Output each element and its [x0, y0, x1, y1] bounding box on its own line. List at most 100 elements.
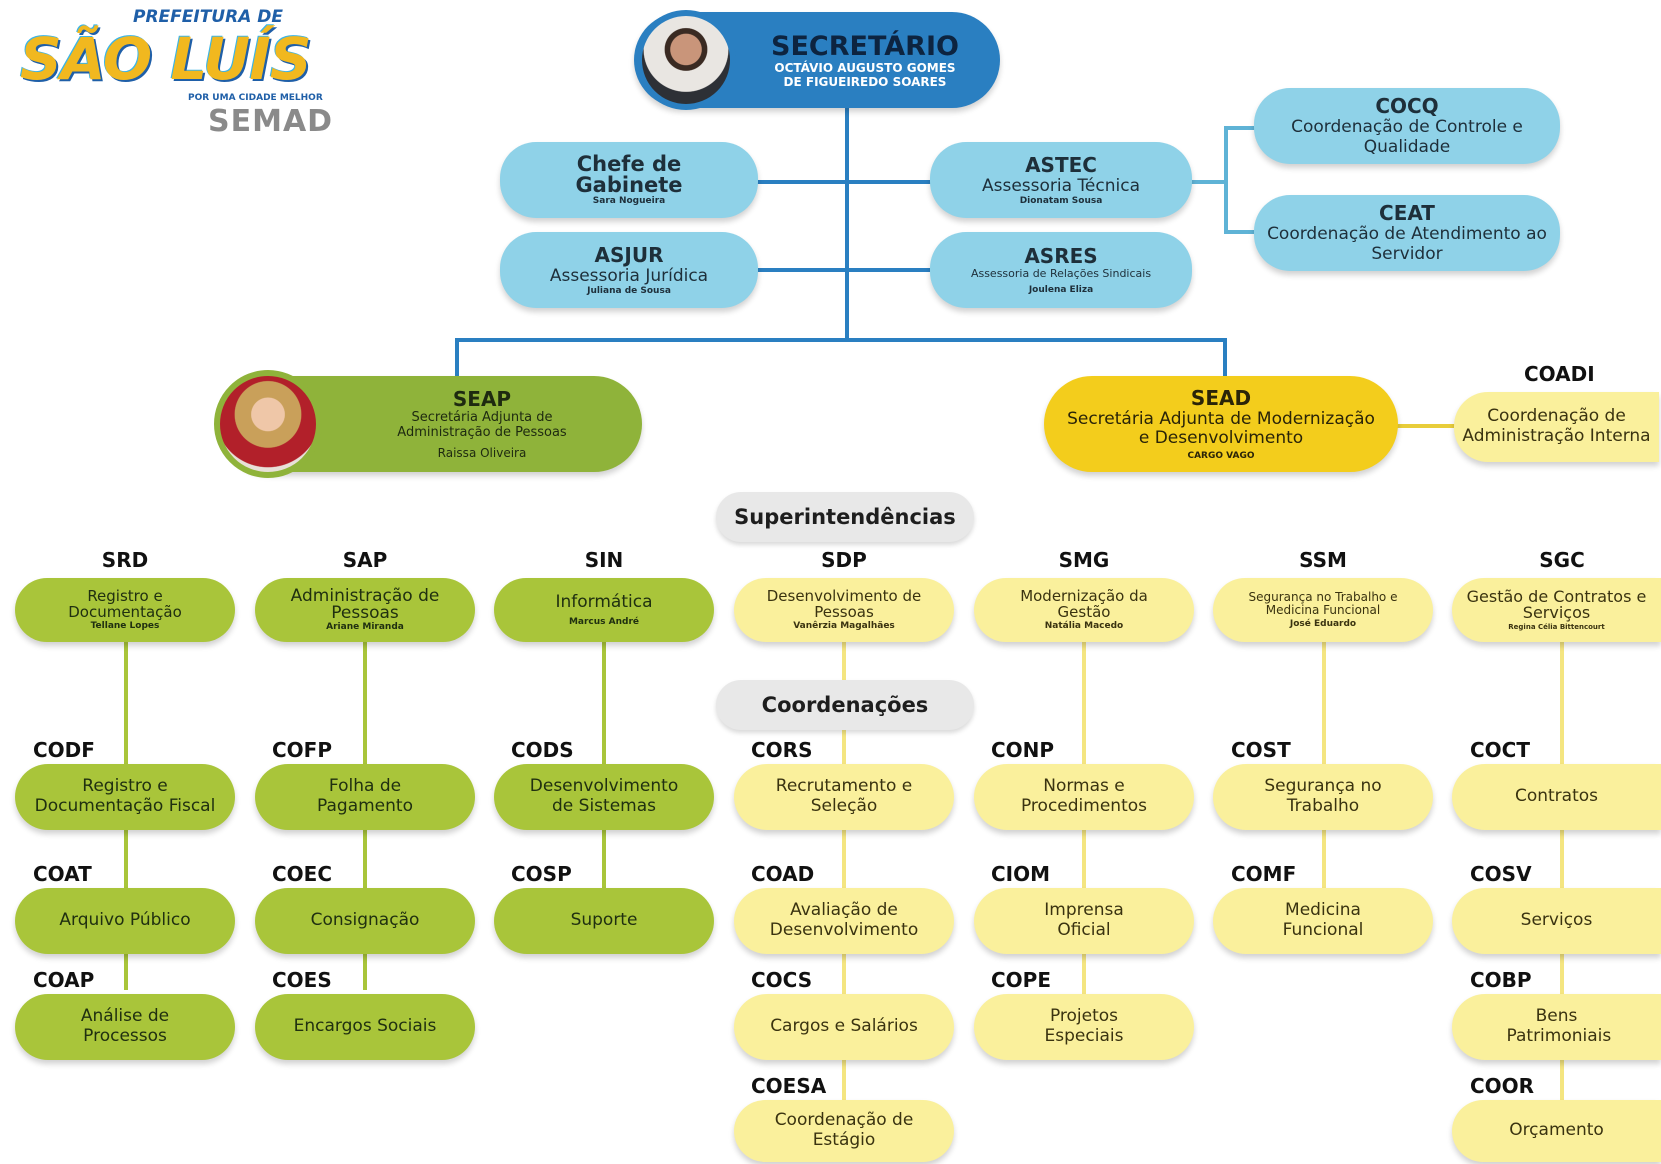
ssm-person: José Eduardo: [1289, 619, 1357, 630]
coat-desc: Arquivo Público: [59, 910, 191, 931]
cocq-box: COCQ Coordenação de Controle e Qualidade: [1254, 88, 1560, 164]
coes-desc: Encargos Sociais: [293, 1016, 437, 1037]
sap-box: Administração de Pessoas Ariane Miranda: [255, 578, 475, 642]
cope-code: COPE: [991, 968, 1051, 992]
sin-person: Marcus André: [568, 616, 640, 627]
conp-desc: Normas e Procedimentos: [1020, 776, 1147, 816]
ciom-code: CIOM: [991, 862, 1051, 886]
sdp-box: Desenvolvimento de Pessoas Vanêrzia Maga…: [734, 578, 954, 642]
coordenacoes-label: Coordenações: [716, 680, 974, 730]
astec-title: ASTEC: [1025, 152, 1097, 177]
ssm-box: Segurança no Trabalho e Medicina Funcion…: [1213, 578, 1433, 642]
cors-code: CORS: [751, 738, 813, 762]
coad-box: Avaliação de Desenvolvimento: [734, 888, 954, 954]
connector: [845, 105, 849, 340]
coat-box: Arquivo Público: [15, 888, 235, 954]
coesa-box: Coordenação de Estágio: [734, 1100, 954, 1162]
sin-code: SIN: [584, 548, 624, 572]
sead-box: SEAD Secretária Adjunta de Modernização …: [1044, 376, 1398, 472]
cocs-desc: Cargos e Salários: [770, 1016, 918, 1037]
logo-slogan: POR UMA CIDADE MELHOR: [188, 93, 323, 103]
cosv-box: Serviços: [1452, 888, 1661, 954]
coor-code: COOR: [1470, 1074, 1535, 1098]
srd-box: Registro e Documentação Tellane Lopes: [15, 578, 235, 642]
coadi-code: COADI: [1524, 362, 1595, 386]
coadi-box: Coordenação de Administração Interna: [1454, 392, 1659, 462]
coec-desc: Consignação: [310, 910, 420, 931]
asjur-title: ASJUR: [594, 242, 664, 267]
sead-title: SEAD: [1190, 385, 1252, 410]
logo-city: SÃO LUÍS: [20, 25, 312, 93]
codf-box: Registro e Documentação Fiscal: [15, 764, 235, 830]
sgc-box: Gestão de Contratos e Serviços Regina Cé…: [1452, 578, 1661, 642]
cors-desc: Recrutamento e Seleção: [775, 776, 913, 816]
coor-desc: Orçamento: [1509, 1120, 1604, 1141]
coct-code: COCT: [1470, 738, 1530, 762]
comf-desc: Medicina Funcional: [1282, 900, 1364, 940]
connector: [755, 268, 935, 272]
sgc-desc: Gestão de Contratos e Serviços: [1466, 586, 1647, 622]
asres-box: ASRES Assessoria de Relações Sindicais J…: [930, 232, 1192, 308]
astec-person: Dionatam Sousa: [1019, 196, 1103, 207]
sin-desc: Informática: [555, 592, 653, 613]
ssm-code: SSM: [1299, 548, 1347, 572]
seap-person: Raissa Oliveira: [437, 445, 527, 460]
coes-code: COES: [272, 968, 332, 992]
connector: [1224, 126, 1228, 234]
connector: [1190, 180, 1226, 184]
conp-code: CONP: [991, 738, 1055, 762]
sead-person: CARGO VAGO: [1187, 450, 1255, 461]
secretary-title: SECRETÁRIO: [771, 30, 959, 62]
asjur-desc: Assessoria Jurídica: [549, 265, 709, 286]
codf-desc: Registro e Documentação Fiscal: [34, 776, 216, 816]
logo: PREFEITURA DE SÃO LUÍS POR UMA CIDADE ME…: [15, 5, 355, 140]
codf-code: CODF: [33, 738, 95, 762]
cost-code: COST: [1231, 738, 1291, 762]
cocs-box: Cargos e Salários: [734, 994, 954, 1060]
asres-title: ASRES: [1024, 244, 1098, 268]
coad-code: COAD: [751, 862, 815, 886]
secretary-name: OCTÁVIO AUGUSTO GOMES DE FIGUEIREDO SOAR…: [774, 60, 956, 89]
asres-person: Joulena Eliza: [1028, 284, 1094, 295]
cobp-desc: Bens Patrimoniais: [1506, 1006, 1612, 1046]
coesa-desc: Coordenação de Estágio: [774, 1110, 914, 1150]
ssm-desc: Segurança no Trabalho e Medicina Funcion…: [1248, 589, 1398, 617]
smg-code: SMG: [1058, 548, 1110, 572]
cosp-desc: Suporte: [570, 910, 638, 931]
cosp-code: COSP: [511, 862, 572, 886]
connector: [455, 338, 1227, 342]
connector: [455, 338, 459, 380]
smg-desc: Modernização da Gestão: [1020, 587, 1148, 621]
cofp-code: COFP: [272, 738, 332, 762]
cobp-code: COBP: [1470, 968, 1532, 992]
seap-title: SEAP: [452, 386, 512, 411]
cocs-code: COCS: [751, 968, 813, 992]
cods-box: Desenvolvimento de Sistemas: [494, 764, 714, 830]
cosv-code: COSV: [1470, 862, 1532, 886]
coec-code: COEC: [272, 862, 333, 886]
superintendencias-label: Superintendências: [716, 492, 974, 542]
cods-desc: Desenvolvimento de Sistemas: [529, 776, 679, 816]
connector: [842, 640, 846, 1120]
sap-person: Ariane Miranda: [326, 621, 404, 632]
cope-desc: Projetos Especiais: [1044, 1006, 1124, 1046]
chefe-title: Chefe de Gabinete: [575, 151, 683, 197]
cofp-desc: Folha de Pagamento: [317, 776, 413, 816]
sdp-person: Vanêrzia Magalhães: [793, 620, 895, 631]
cost-desc: Segurança no Trabalho: [1264, 776, 1382, 816]
ceat-desc: Coordenação de Atendimento ao Servidor: [1267, 223, 1547, 264]
logo-line1: PREFEITURA DE: [133, 7, 284, 27]
coap-desc: Análise de Processos: [80, 1006, 170, 1046]
astec-desc: Assessoria Técnica: [981, 175, 1140, 196]
cods-code: CODS: [511, 738, 574, 762]
srd-person: Tellane Lopes: [90, 620, 160, 631]
sin-box: Informática Marcus André: [494, 578, 714, 642]
sdp-desc: Desenvolvimento de Pessoas: [766, 587, 922, 621]
coes-box: Encargos Sociais: [255, 994, 475, 1060]
connector: [1224, 230, 1256, 234]
ciom-box: Imprensa Oficial: [974, 888, 1194, 954]
smg-person: Natália Macedo: [1044, 620, 1124, 631]
coadi-desc: Coordenação de Administração Interna: [1462, 406, 1651, 446]
seap-photo: [214, 370, 322, 478]
sgc-code: SGC: [1539, 548, 1585, 572]
